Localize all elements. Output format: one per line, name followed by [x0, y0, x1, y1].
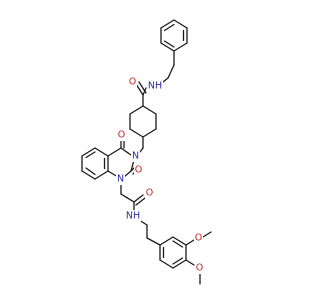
chemical-structure-diagram: NH O N N O O O NH O O [81, 19, 212, 285]
atom-label-acetamide-o: O [146, 188, 153, 199]
phenyl-ring [160, 19, 188, 52]
atom-label-methoxy-o-upper: O [195, 233, 202, 244]
atom-labels: NH O N N O O O NH O O [116, 76, 204, 274]
quinazolinedione-core [81, 139, 137, 180]
atom-label-n3: N [132, 151, 139, 162]
methylene-linker [139, 136, 144, 153]
atom-label-o-top: O [129, 77, 136, 88]
phenethyl-linker-bottom [138, 219, 161, 246]
dimethoxyphenyl-ring [159, 236, 187, 269]
atom-label-c4-oxo: O [118, 130, 125, 141]
atom-label-c2-oxo: O [135, 165, 142, 176]
atom-label-nh-bottom: NH [126, 211, 140, 222]
methoxy-groups [185, 231, 212, 285]
atom-label-nh-top: NH [148, 81, 162, 92]
atom-label-methoxy-o-lower: O [196, 263, 203, 274]
atom-label-n1: N [117, 174, 124, 185]
acetamide-arm [120, 181, 146, 213]
cyclohexane-ring [129, 94, 157, 138]
